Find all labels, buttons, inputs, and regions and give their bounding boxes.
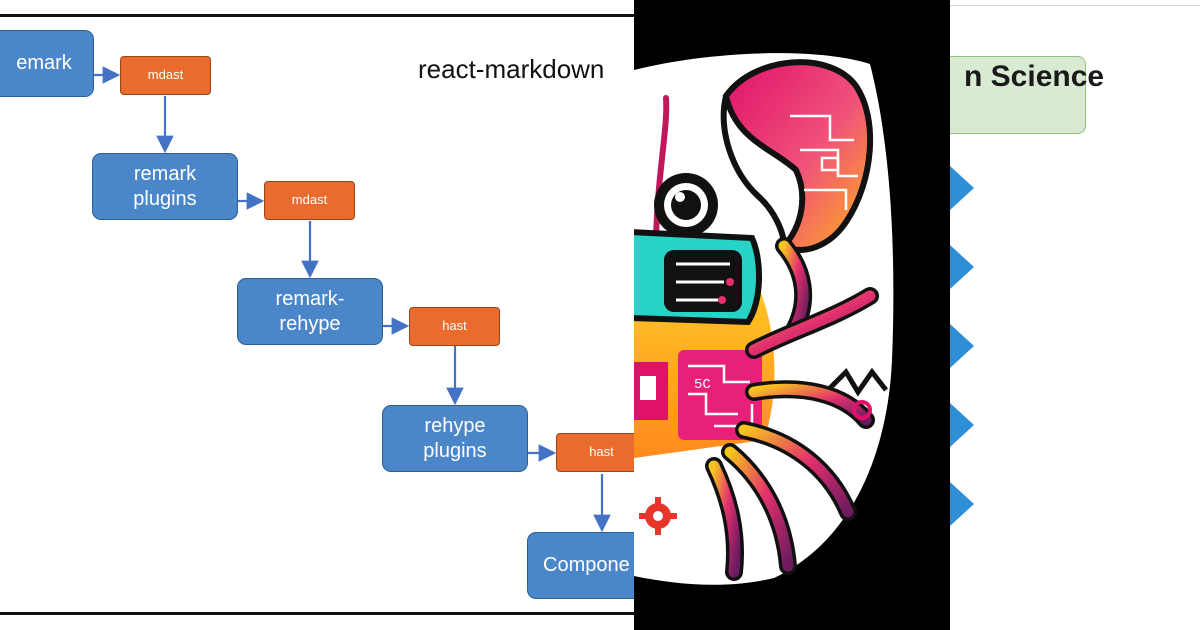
slide-heading-box — [950, 56, 1086, 134]
node-remark-plugins: remark plugins — [92, 153, 238, 220]
node-hast-1: hast — [409, 307, 500, 346]
slide-heading: n Science — [964, 60, 1105, 93]
svg-text:5C: 5C — [694, 377, 711, 393]
chevron-right-icon — [950, 482, 974, 526]
node-rehype-plugins: rehype plugins — [382, 405, 528, 472]
chevron-right-icon — [950, 245, 974, 289]
slide-fragment: n Science — [950, 0, 1200, 630]
diagram-title: react-markdown — [418, 54, 605, 84]
crab-illustration-panel: 5C — [634, 0, 950, 630]
crab-illustration-icon: 5C — [634, 53, 894, 585]
react-markdown-pipeline-diagram: react-markdown emark mdast remark plugin… — [0, 14, 634, 615]
node-remark: emark — [0, 30, 94, 97]
flow-arrows — [94, 66, 611, 533]
chevron-right-icon — [950, 324, 974, 368]
chevron-right-icon — [950, 166, 974, 210]
top-divider — [0, 14, 634, 17]
chevron-right-icon — [950, 403, 974, 447]
node-mdast-1: mdast — [120, 56, 211, 95]
node-hast-2: hast — [556, 433, 634, 472]
slide-top-line — [950, 5, 1200, 6]
node-remark-rehype: remark- rehype — [237, 278, 383, 345]
node-components: Compone — [527, 532, 634, 599]
node-mdast-2: mdast — [264, 181, 355, 220]
bottom-divider — [0, 612, 634, 615]
